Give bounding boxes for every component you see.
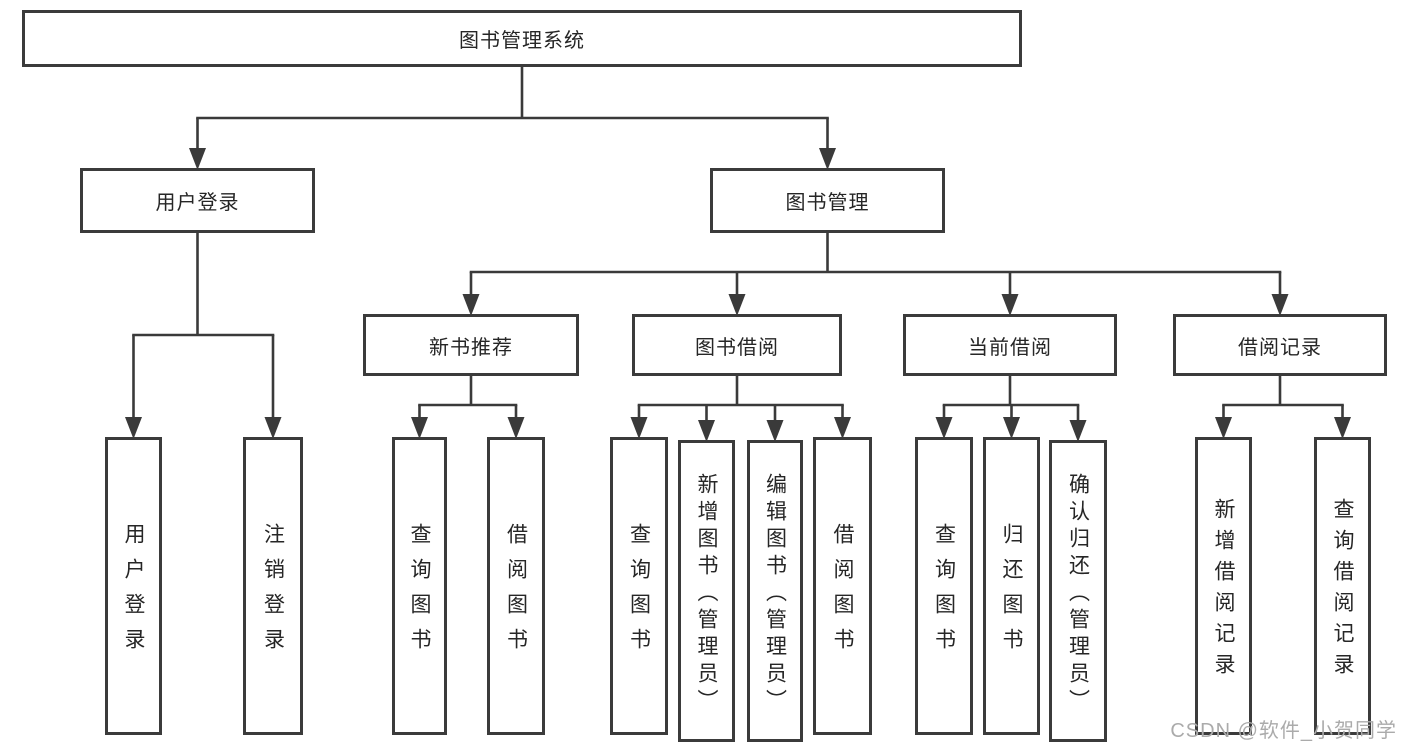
diagram-box-label: 新书推荐	[429, 336, 513, 359]
diagram-box-label: 借阅记录	[1238, 336, 1322, 359]
diagram-box-borrow-book-b: 借阅图书	[813, 437, 872, 735]
diagram-box-confirm-return-admin: 确认归还（管理员）	[1049, 440, 1107, 742]
diagram-box-edit-book-admin: 编辑图书（管理员）	[747, 440, 803, 742]
diagram-box-label: 借阅图书	[504, 523, 528, 663]
diagram-box-book-borrowing: 图书借阅	[632, 314, 842, 376]
diagram-box-query-book-c: 查询图书	[915, 437, 973, 735]
arrowhead-icon	[1271, 294, 1289, 316]
diagram-box-label: 查询借阅记录	[1331, 498, 1354, 684]
diagram-box-label: 借阅图书	[831, 523, 854, 663]
diagram-box-label: 图书管理	[785, 192, 870, 214]
arrowhead-icon	[507, 417, 525, 439]
arrowhead-icon	[819, 148, 836, 170]
diagram-box-query-book-b: 查询图书	[610, 437, 668, 735]
diagram-box-borrow-book-a: 借阅图书	[487, 437, 545, 735]
arrowhead-icon	[1003, 417, 1020, 439]
diagram-box-add-borrow-record: 新增借阅记录	[1195, 437, 1252, 735]
arrowhead-icon	[125, 417, 142, 439]
diagram-box-user-login: 用户登录	[80, 168, 315, 233]
diagram-box-return-book: 归还图书	[983, 437, 1040, 735]
arrowhead-icon	[411, 417, 428, 439]
arrowhead-icon	[1334, 417, 1351, 439]
arrowhead-icon	[728, 294, 746, 316]
arrowhead-icon	[766, 420, 784, 442]
diagram-box-logout-action: 注销登录	[243, 437, 303, 735]
diagram-box-label: 图书借阅	[695, 336, 779, 359]
diagram-box-query-borrow-record: 查询借阅记录	[1314, 437, 1371, 735]
diagram-box-label: 确认归还（管理员）	[1066, 472, 1090, 716]
diagram-box-label: 新增借阅记录	[1212, 498, 1235, 684]
diagram-box-add-book-admin: 新增图书（管理员）	[678, 440, 735, 742]
diagram-box-label: 查询图书	[627, 523, 651, 663]
diagram-box-user-login-action: 用户登录	[105, 437, 162, 735]
diagram-box-label: 注销登录	[261, 523, 285, 663]
diagram-box-label: 当前借阅	[968, 336, 1052, 359]
arrowhead-icon	[264, 417, 282, 439]
arrowhead-icon	[1001, 294, 1019, 316]
diagram-box-label: 编辑图书（管理员）	[763, 472, 787, 716]
diagram-box-borrowing-records: 借阅记录	[1173, 314, 1387, 376]
diagram-box-library-system: 图书管理系统	[22, 10, 1022, 67]
arrowhead-icon	[462, 294, 480, 316]
diagram-box-label: 图书管理系统	[459, 30, 585, 52]
diagram-box-current-borrowing: 当前借阅	[903, 314, 1117, 376]
arrowhead-icon	[834, 417, 851, 439]
diagram-box-query-book-a: 查询图书	[392, 437, 447, 735]
diagram-box-label: 新增图书（管理员）	[695, 472, 718, 716]
arrowhead-icon	[1069, 420, 1087, 442]
diagram-box-book-management: 图书管理	[710, 168, 945, 233]
arrowhead-icon	[630, 417, 648, 439]
diagram-box-label: 用户登录	[122, 523, 145, 663]
arrowhead-icon	[698, 420, 715, 442]
diagram-box-new-book-recommend: 新书推荐	[363, 314, 579, 376]
arrowhead-icon	[189, 148, 206, 170]
arrowhead-icon	[1215, 417, 1232, 439]
diagram-box-label: 归还图书	[1000, 523, 1023, 663]
csdn-watermark: CSDN @软件_小贺同学	[1170, 720, 1397, 742]
arrowhead-icon	[935, 417, 953, 439]
diagram-box-label: 查询图书	[932, 523, 956, 663]
diagram-box-label: 查询图书	[408, 523, 431, 663]
diagram-box-label: 用户登录	[155, 192, 240, 214]
